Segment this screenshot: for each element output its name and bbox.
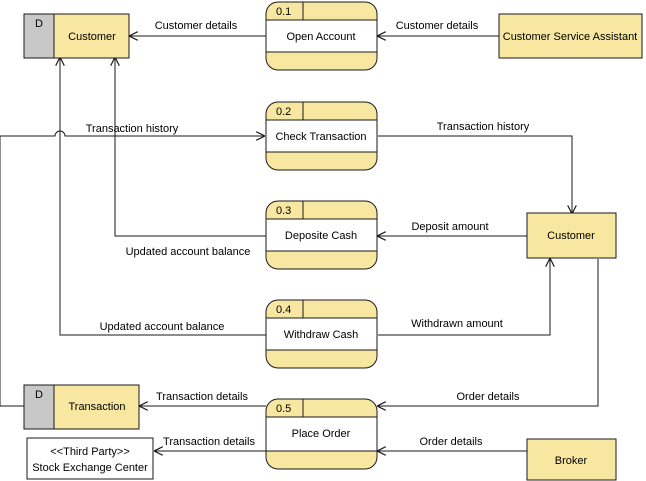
label-customer-details-2: Customer details xyxy=(396,20,479,32)
process-0-2[interactable]: 0.2 Check Transaction xyxy=(265,101,378,171)
entity-customer-service-assistant[interactable]: Customer Service Assistant xyxy=(498,13,643,59)
label-transaction-history-1: Transaction history xyxy=(86,123,179,135)
entity-label: Customer xyxy=(547,230,595,242)
process-id: 0.3 xyxy=(276,205,291,217)
label-order-details-1: Order details xyxy=(457,391,520,403)
data-store-id: D xyxy=(35,18,43,30)
process-name: Check Transaction xyxy=(275,131,366,143)
process-name: Open Account xyxy=(286,31,355,43)
label-customer-details-1: Customer details xyxy=(155,20,238,32)
process-name: Withdraw Cash xyxy=(284,329,359,341)
flow-lines xyxy=(0,36,599,451)
flow-labels: Customer details Customer details Transa… xyxy=(86,20,530,448)
label-updated-balance-2: Updated account balance xyxy=(100,321,225,333)
process-id: 0.1 xyxy=(276,6,291,18)
label-transaction-history-2: Transaction history xyxy=(437,121,530,133)
process-0-5[interactable]: 0.5 Place Order xyxy=(265,398,378,470)
process-id: 0.4 xyxy=(276,304,291,316)
process-id: 0.5 xyxy=(276,403,291,415)
data-store-transaction[interactable]: D Transaction xyxy=(23,384,140,430)
flow-withdraw-cash-to-customer xyxy=(378,259,550,336)
entity-broker[interactable]: Broker xyxy=(526,438,617,481)
flow-transaction-store-to-check-transaction xyxy=(0,130,264,407)
data-store-customer[interactable]: D Customer xyxy=(23,13,130,59)
process-0-4[interactable]: 0.4 Withdraw Cash xyxy=(265,299,378,369)
flow-check-transaction-to-customer xyxy=(378,135,572,213)
process-name: Deposite Cash xyxy=(285,230,357,242)
entity-label: Broker xyxy=(555,455,588,467)
data-store-id: D xyxy=(35,389,43,401)
process-0-3[interactable]: 0.3 Deposite Cash xyxy=(265,200,378,270)
data-store-name: Customer xyxy=(68,31,116,43)
label-transaction-details-2: Transaction details xyxy=(163,436,255,448)
entity-stereotype: <<Third Party>> xyxy=(50,446,130,458)
entity-customer[interactable]: Customer xyxy=(526,212,617,259)
entity-third-party-stock-exchange[interactable]: <<Third Party>> Stock Exchange Center xyxy=(26,437,154,480)
process-0-1[interactable]: 0.1 Open Account xyxy=(265,1,378,71)
process-name: Place Order xyxy=(292,428,351,440)
flow-deposite-cash-to-customer-store xyxy=(115,58,266,237)
label-withdrawn-amount: Withdrawn amount xyxy=(411,318,503,330)
data-store-name: Transaction xyxy=(68,401,125,413)
label-transaction-details-1: Transaction details xyxy=(156,391,248,403)
flow-customer-to-place-order xyxy=(378,259,599,406)
entity-label: Customer Service Assistant xyxy=(503,31,638,43)
label-deposit-amount: Deposit amount xyxy=(411,221,488,233)
flow-withdraw-cash-to-customer-store xyxy=(60,58,266,336)
process-id: 0.2 xyxy=(276,106,291,118)
label-order-details-2: Order details xyxy=(420,436,483,448)
entity-label: Stock Exchange Center xyxy=(32,462,148,474)
label-updated-balance-1: Updated account balance xyxy=(126,246,251,258)
